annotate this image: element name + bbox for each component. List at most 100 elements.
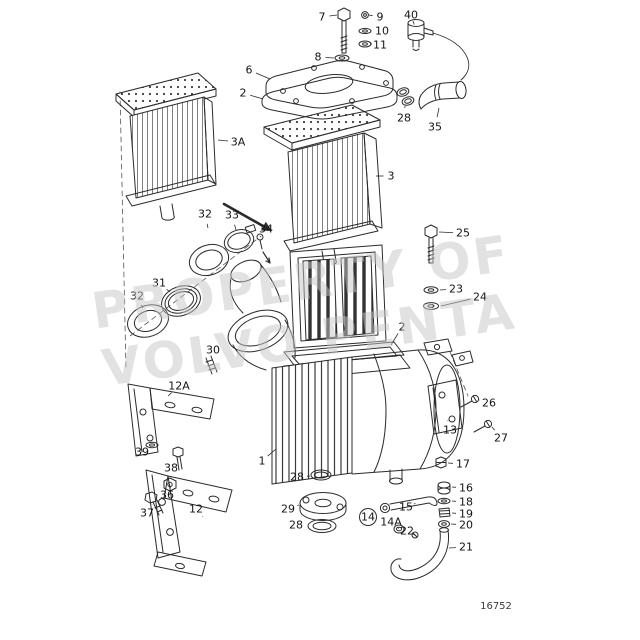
callout-11: 11 [373, 39, 387, 52]
heat-exchanger-core-3 [263, 104, 383, 266]
mounting-lug [451, 350, 474, 367]
end-cap [433, 364, 461, 454]
drawing-number: 16752 [480, 601, 512, 612]
bracket-12a [127, 383, 215, 457]
callout-33: 33 [225, 209, 239, 222]
fitting-16 [437, 481, 451, 495]
callout-leader-12A [167, 392, 172, 397]
callout-leader-33 [234, 224, 237, 231]
washer-24 [423, 302, 439, 310]
bolt-7 [337, 7, 351, 54]
nipple-19 [438, 507, 451, 518]
callout-24: 24 [473, 291, 487, 304]
washer-39 [145, 441, 159, 449]
screw-34 [256, 233, 264, 250]
washer-18 [437, 497, 451, 505]
callout-leader-31 [166, 288, 171, 293]
callout-leader-35 [436, 107, 440, 118]
inlet-stub [227, 309, 296, 371]
hose-21 [390, 527, 450, 581]
callout-30: 30 [206, 344, 220, 357]
callout-leader-32 [141, 304, 144, 309]
gasket-28 [307, 519, 337, 533]
callout-7: 7 [319, 11, 326, 24]
washer-10 [358, 27, 372, 35]
callout-6: 6 [246, 64, 253, 77]
callout-26: 26 [482, 397, 496, 410]
callout-15: 15 [399, 501, 413, 514]
elbow-hose [229, 259, 282, 314]
cover-gasket-2 [261, 76, 398, 120]
main-housing [227, 309, 474, 485]
bolt-25 [424, 224, 438, 264]
callout-34: 34 [259, 223, 273, 236]
outlet-flange-group [299, 469, 347, 533]
callout-leader-3A [217, 139, 229, 142]
drain-valve-40 [407, 19, 470, 81]
callout-leader-2 [390, 333, 399, 346]
callout-14A: 14A [380, 516, 402, 529]
callout-14: 14 [361, 511, 375, 524]
callout-leader-14A [396, 526, 399, 529]
hose-connection-group [127, 224, 282, 338]
stud-30 [205, 355, 218, 375]
callout-12: 12 [189, 503, 203, 516]
flange-29 [299, 492, 347, 521]
callout-leader-38 [176, 458, 179, 461]
o-rings-28-top [396, 87, 415, 106]
o-ring-28 [310, 469, 332, 481]
clamp-33 [223, 224, 257, 253]
callout-27: 27 [494, 432, 508, 445]
tank-body [351, 349, 465, 475]
callout-8: 8 [315, 51, 322, 64]
callout-leader-34 [259, 235, 262, 238]
callout-10: 10 [375, 25, 389, 38]
callout-2: 2 [399, 321, 406, 334]
bolt-38 [172, 446, 184, 471]
callout-leader-36 [169, 485, 172, 489]
callout-leader-6 [255, 72, 271, 80]
bracket-fasteners [144, 355, 218, 516]
callout-circle-14 [359, 508, 377, 526]
callout-leader-2 [250, 94, 264, 100]
bolt-37 [144, 491, 164, 516]
cover-plate-6 [265, 60, 394, 109]
callout-leader-32 [206, 223, 209, 229]
callout-18: 18 [459, 496, 473, 509]
callout-leader-22 [412, 533, 417, 536]
ribbed-cooler-section [271, 356, 353, 485]
callout-32: 32 [130, 290, 144, 303]
callout-leader-25 [438, 231, 454, 233]
right-fittings [379, 456, 451, 581]
callout-leader-15 [413, 503, 416, 505]
top-cover-assembly [261, 7, 398, 120]
callout-leader-40 [412, 20, 415, 25]
callout-31: 31 [152, 277, 166, 290]
cap-20 [438, 520, 450, 528]
hose-32-lower [127, 304, 169, 338]
callout-28: 28 [290, 471, 304, 484]
callout-1: 1 [259, 455, 266, 468]
callout-32: 32 [198, 208, 212, 221]
bracket-12 [145, 469, 233, 577]
construction-lines [119, 91, 469, 397]
callout-12A: 12A [168, 380, 190, 393]
callout-28: 28 [289, 519, 303, 532]
callout-21: 21 [459, 541, 473, 554]
hose-35 [418, 81, 467, 110]
callout-leader-29 [297, 504, 300, 506]
callout-29: 29 [281, 503, 295, 516]
screw-26 [460, 394, 480, 408]
callout-35: 35 [428, 121, 442, 134]
callout-25: 25 [456, 227, 470, 240]
callout-28: 28 [397, 112, 411, 125]
callout-3A: 3A [231, 136, 246, 149]
heat-exchanger-core-3a [115, 72, 217, 221]
callout-16: 16 [459, 482, 473, 495]
bracket-13 [427, 379, 463, 435]
callout-13: 13 [443, 424, 457, 437]
washer-23 [423, 286, 439, 294]
pipe-15 [379, 496, 438, 514]
